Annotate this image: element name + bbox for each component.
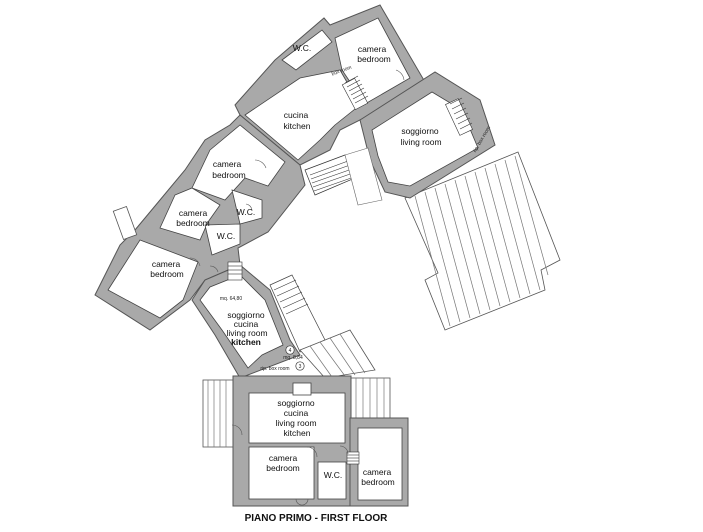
bedroom-bottom-right-label: bedroom: [361, 477, 395, 487]
upper-doors: [189, 69, 405, 273]
room-labels: W.C. camera bedroom box room cucina kitc…: [150, 43, 492, 487]
marker-3-circle: [295, 361, 305, 371]
bedroom-bottom-left-label: bedroom: [266, 463, 300, 473]
marker-3-label: 3: [299, 364, 302, 370]
wc-top-label: W.C.: [293, 43, 311, 53]
cucina-center-label: cucina: [234, 319, 259, 329]
camera-mid2-label: camera: [179, 208, 208, 218]
kitchen-label: kitchen: [284, 121, 311, 131]
terrace-right: [404, 151, 561, 331]
central-building: [191, 261, 376, 379]
bedroom-mid2-label: bedroom: [176, 218, 210, 228]
camera-bottom-left-label: camera: [269, 453, 298, 463]
marker-4-label: 4: [289, 348, 292, 354]
wc-mid2-label: W.C.: [217, 231, 235, 241]
plan-title: PIANO PRIMO - FIRST FLOOR: [245, 513, 389, 524]
rip-box-room-center-label: rip. box room: [260, 366, 289, 372]
kitchen-bottom-label: kitchen: [284, 428, 311, 438]
camera-bottom-right-label: camera: [363, 467, 392, 477]
soggiorno-right-label: soggiorno: [401, 126, 439, 136]
wc-mid1-label: W.C.: [237, 207, 255, 217]
soggiorno-center-label: soggiorno: [227, 310, 265, 320]
upper-stairs: [304, 75, 473, 206]
camera-mid1-label: camera: [213, 159, 242, 169]
camera-left-label: camera: [152, 259, 181, 269]
soggiorno-bottom-label: soggiorno: [277, 398, 315, 408]
living-room-bottom-label: living room: [275, 418, 316, 428]
living-room-right-label: living room: [400, 137, 441, 147]
cucina-label: cucina: [284, 110, 309, 120]
bedroom-mid1-label: bedroom: [212, 170, 246, 180]
living-room-center-label: living room: [226, 328, 267, 338]
bedroom-left-label: bedroom: [150, 269, 184, 279]
kitchen-center-label: kitchen: [231, 337, 261, 347]
area-small-label: mq. 8,84: [283, 355, 303, 361]
marker-4-circle: [285, 345, 295, 355]
camera-top-label: camera: [358, 44, 387, 54]
cucina-bottom-label: cucina: [284, 408, 309, 418]
bottom-building: [202, 375, 409, 507]
wc-bottom-label: W.C.: [324, 470, 342, 480]
area-main-label: mq. 64,80: [220, 296, 242, 302]
bedroom-top-label: bedroom: [357, 54, 391, 64]
